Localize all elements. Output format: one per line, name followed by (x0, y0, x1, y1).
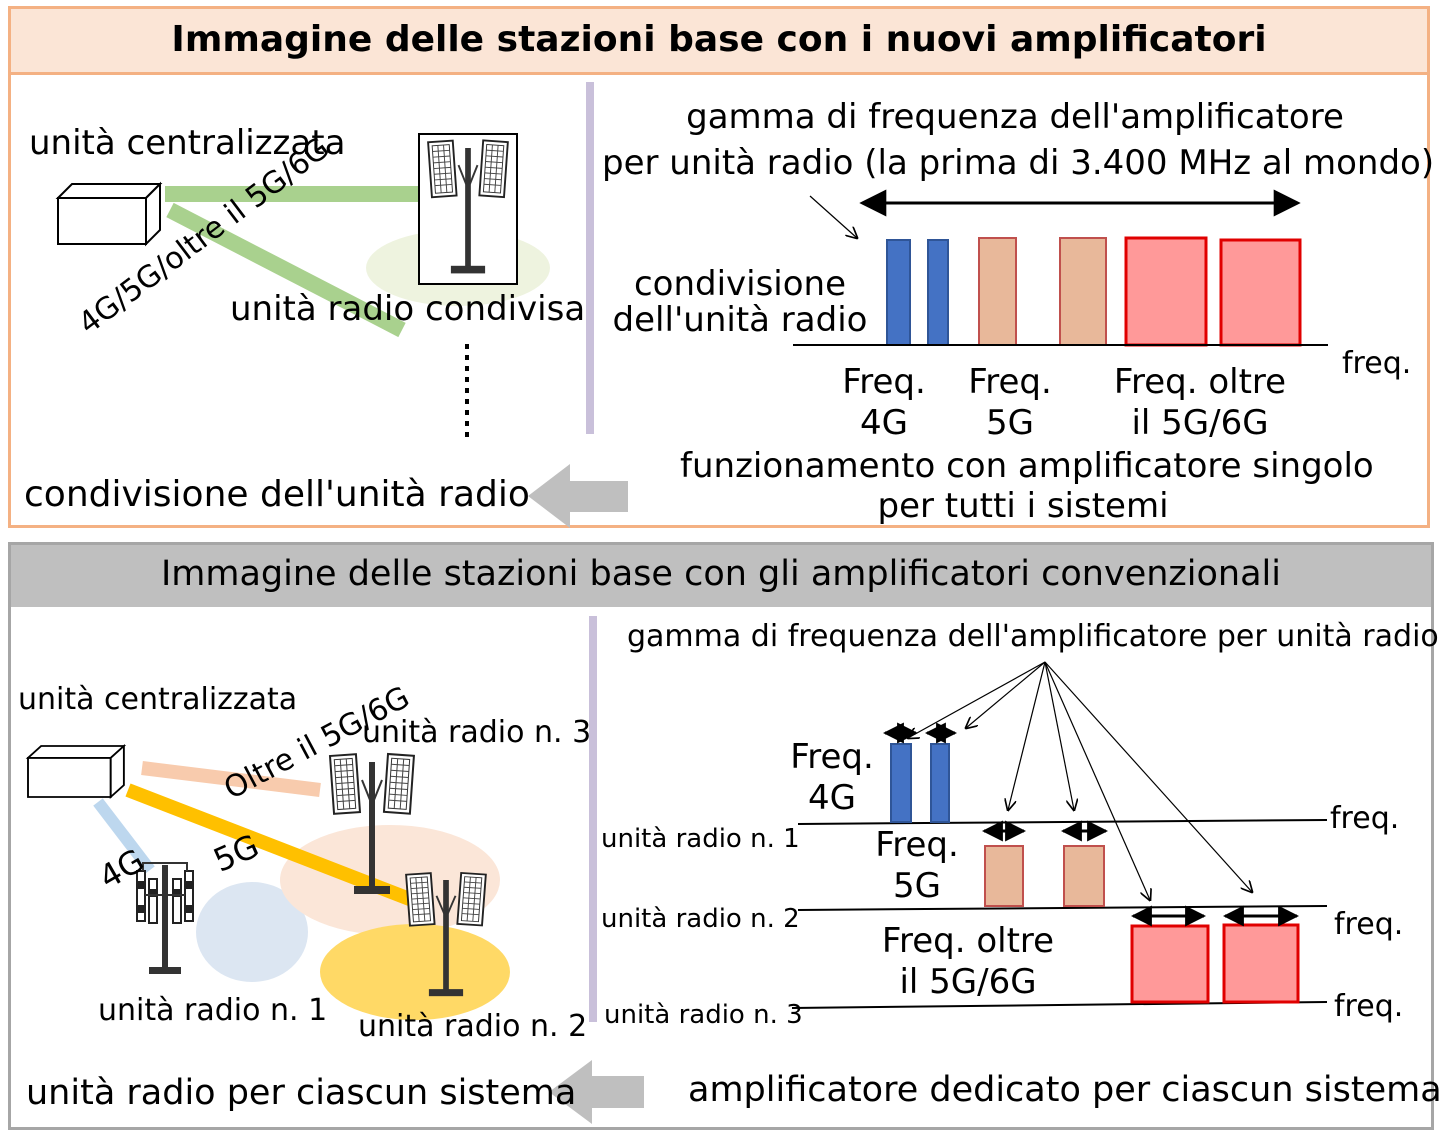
bottom-range-title: gamma di frequenza dell'amplificatore pe… (627, 619, 1439, 654)
bottom-axis-label-2: unità radio n. 2 (601, 904, 800, 934)
top-freq-6g-line1: Freq. oltre (1113, 362, 1287, 402)
bottom-panel-header (11, 545, 1431, 607)
bottom-bar-4g-1 (890, 743, 912, 823)
top-bar-5g-1 (978, 237, 1017, 346)
top-panel-title: Immagine delle stazioni base con i nuovi… (171, 19, 1267, 60)
bottom-freq-axis-label-2: freq. (1334, 907, 1404, 942)
top-bar-4g-2 (927, 239, 949, 346)
bottom-central-unit-label: unità centralizzata (18, 682, 298, 717)
coverage-ellipse-radio-1 (196, 882, 308, 982)
top-freq-6g-line2: il 5G/6G (1131, 403, 1269, 443)
top-shared-radio-label: unità radio condivisa (230, 289, 586, 329)
bottom-panel-title: Immagine delle stazioni base con gli amp… (160, 554, 1282, 594)
top-range-title-line1: gamma di frequenza dell'amplificatore (686, 97, 1344, 137)
radio-unit-1-tower-icon (136, 862, 194, 974)
axis-radio-2 (797, 905, 1328, 911)
bottom-freq-4g-line1: Freq. (790, 737, 874, 777)
bottom-axis-label-1: unità radio n. 1 (601, 824, 800, 854)
top-single-amp-line1: funzionamento con amplificatore singolo (680, 446, 1374, 486)
bottom-freq-axis-label-1: freq. (1330, 801, 1400, 836)
top-single-amp-line2: per tutti i sistemi (877, 486, 1169, 526)
link-line-4g (93, 798, 155, 874)
top-freq-4g-line1: Freq. (842, 362, 926, 402)
link-line-beyond (141, 761, 321, 797)
bottom-radio-1-label: unità radio n. 1 (98, 993, 328, 1028)
top-freq-axis-label: freq. (1342, 346, 1412, 381)
top-sharing-line2: dell'unità radio (612, 300, 868, 340)
bottom-freq-5g-line1: Freq. (875, 825, 959, 865)
top-freq-5g-line2: 5G (986, 403, 1034, 443)
pointer-arrows-fan (908, 661, 1252, 900)
top-bar-5g-2 (1059, 237, 1107, 346)
bottom-bar-4g-2 (930, 743, 950, 823)
top-bar-6g-2 (1219, 238, 1302, 347)
link-line-diagonal (166, 202, 406, 338)
top-range-title-line2: per unità radio (la prima di 3.400 MHz a… (602, 143, 1435, 183)
bottom-bar-6g-2 (1222, 923, 1300, 1004)
top-panel-header (11, 9, 1427, 75)
top-freq-4g-line2: 4G (860, 403, 908, 443)
bottom-bottom-left-label: unità radio per ciascun sistema (26, 1073, 577, 1113)
bottom-freq-axis-label-3: freq. (1334, 989, 1404, 1024)
bottom-bar-5g-1 (984, 845, 1024, 907)
bottom-bottom-right-label: amplificatore dedicato per ciascun siste… (688, 1070, 1440, 1110)
coverage-ellipse-radio-2 (320, 924, 510, 1020)
axis-radio-1 (797, 819, 1328, 825)
bottom-radio-3-label: unità radio n. 3 (362, 715, 592, 750)
top-bottom-left-label: condivisione dell'unità radio (24, 474, 530, 515)
top-pointer-arrow (809, 195, 857, 238)
top-sharing-line1: condivisione (633, 264, 847, 304)
bottom-radio-2-label: unità radio n. 2 (358, 1009, 588, 1044)
bottom-bar-6g-1 (1130, 924, 1210, 1004)
bottom-gray-arrow (549, 1060, 644, 1124)
top-bar-4g-1 (886, 239, 911, 346)
bottom-freq-6g-line2: il 5G/6G (899, 962, 1037, 1002)
top-bar-6g-1 (1124, 236, 1208, 347)
bottom-freq-6g-line1: Freq. oltre (881, 921, 1055, 961)
central-unit-icon (57, 183, 161, 245)
link-line-5g (125, 783, 415, 907)
central-unit-icon-bottom (27, 745, 125, 798)
bottom-freq-4g-line2: 4G (808, 778, 856, 818)
bottom-bar-5g-2 (1063, 845, 1105, 907)
top-freq-5g-line1: Freq. (968, 362, 1052, 402)
bottom-freq-5g-line2: 5G (893, 866, 941, 906)
top-gray-arrow (528, 464, 628, 528)
bottom-axis-label-3: unità radio n. 3 (604, 1000, 803, 1030)
top-central-unit-label: unità centralizzata (29, 123, 346, 163)
